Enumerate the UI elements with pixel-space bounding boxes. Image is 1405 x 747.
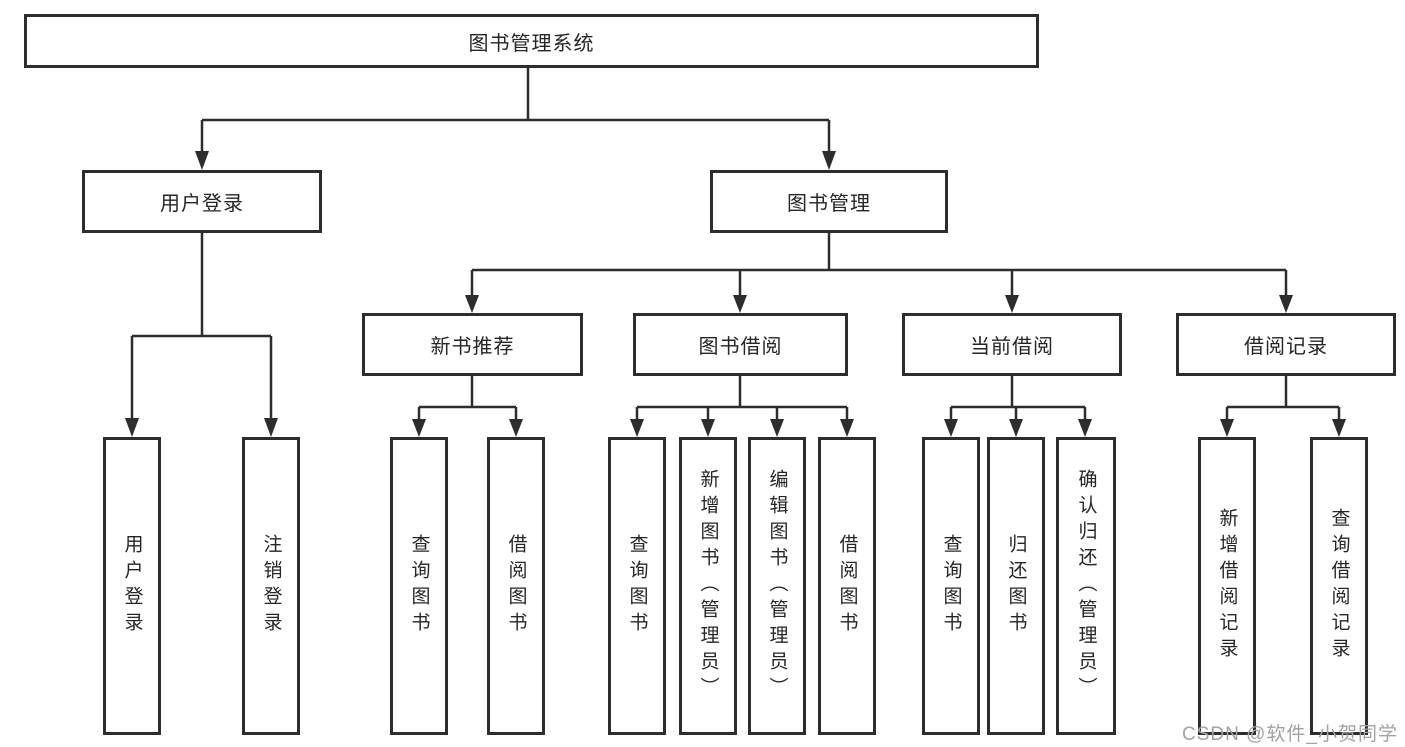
leaf-return-book-label: 归还图书 [1005,534,1027,638]
node-book-borrow: 图书借阅 [633,313,848,376]
leaf-query-book-current-label: 查询图书 [940,534,962,638]
csdn-watermark: CSDN @软件_小贺同学 [1182,724,1398,745]
leaf-add-borrow-record: 新增借阅记录 [1198,437,1256,735]
node-root: 图书管理系统 [24,14,1039,68]
leaf-user-login-label: 用户登录 [121,534,143,638]
node-borrow-records-label: 借阅记录 [1244,336,1328,358]
node-root-label: 图书管理系统 [468,32,595,55]
node-book-management: 图书管理 [710,170,948,233]
leaf-query-book-borrow-label: 查询图书 [626,534,648,638]
leaf-borrow-book-recommend: 借阅图书 [487,437,545,735]
leaf-add-borrow-record-label: 新增借阅记录 [1216,508,1238,664]
leaf-return-book: 归还图书 [987,437,1045,735]
leaf-add-book-admin: 新增图书（管理员） [679,437,737,735]
leaf-confirm-return-admin-label: 确认归还（管理员） [1075,469,1097,703]
leaf-query-book-borrow: 查询图书 [608,437,666,735]
leaf-borrow-book-recommend-label: 借阅图书 [505,534,527,638]
leaf-logout-login: 注销登录 [242,437,300,735]
node-current-borrow: 当前借阅 [902,313,1122,376]
leaf-add-book-admin-label: 新增图书（管理员） [697,469,719,703]
leaf-user-login: 用户登录 [103,437,161,735]
leaf-query-book-recommend-label: 查询图书 [408,534,430,638]
node-new-book-recommend: 新书推荐 [362,313,583,376]
node-new-book-recommend-label: 新书推荐 [430,336,515,358]
leaf-edit-book-admin-label: 编辑图书（管理员） [766,469,788,703]
node-book-management-label: 图书管理 [787,193,871,215]
leaf-query-book-recommend: 查询图书 [390,437,448,735]
leaf-confirm-return-admin: 确认归还（管理员） [1056,437,1116,735]
leaf-query-borrow-record-label: 查询借阅记录 [1328,508,1350,664]
leaf-edit-book-admin: 编辑图书（管理员） [748,437,806,735]
leaf-borrow-book: 借阅图书 [818,437,876,735]
leaf-logout-login-label: 注销登录 [260,534,282,638]
leaf-query-book-current: 查询图书 [922,437,980,735]
leaf-borrow-book-label: 借阅图书 [836,534,858,638]
node-book-borrow-label: 图书借阅 [698,336,783,358]
leaf-query-borrow-record: 查询借阅记录 [1310,437,1368,735]
node-borrow-records: 借阅记录 [1176,313,1396,376]
node-user-login-label: 用户登录 [160,193,244,215]
node-current-borrow-label: 当前借阅 [970,336,1054,358]
node-user-login: 用户登录 [82,170,322,233]
